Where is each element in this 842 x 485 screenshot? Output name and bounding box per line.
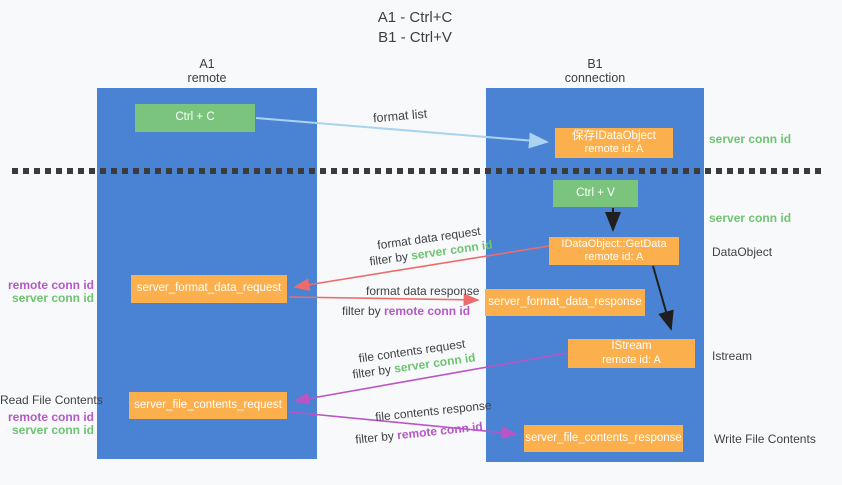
ctrl-c-label: Ctrl + C xyxy=(175,111,215,124)
left-mid-remote-conn-id: remote conn id xyxy=(7,278,94,292)
title-line-1: A1 - Ctrl+C xyxy=(377,9,453,26)
server-format-data-request-node: server_format_data_request xyxy=(131,275,287,303)
server-file-contents-request-node: server_file_contents_request xyxy=(129,392,287,419)
ctrl-c-node: Ctrl + C xyxy=(135,104,255,132)
ctrl-v-label: Ctrl + V xyxy=(576,186,615,199)
getdata-node: IDataObject::GetData remote id: A xyxy=(549,237,679,265)
left-bottom-remote-conn-id: remote conn id xyxy=(7,410,94,424)
istream-line2: remote id: A xyxy=(602,353,661,366)
right-column-role: connection xyxy=(564,71,626,85)
server-conn-id-annotation-top: server conn id xyxy=(709,132,792,146)
title-line-2: B1 - Ctrl+V xyxy=(378,29,452,46)
server-format-data-request-label: server_format_data_request xyxy=(136,282,282,295)
left-column-name: A1 xyxy=(199,57,215,71)
server-conn-id-annotation-mid: server conn id xyxy=(709,211,792,225)
file-contents-response-filter-label: filter by remote conn id xyxy=(355,419,484,446)
istream-line1: IStream xyxy=(611,340,652,352)
server-format-data-response-label: server_format_data_response xyxy=(488,295,642,308)
getdata-line2: remote id: A xyxy=(584,251,644,263)
read-file-contents-annotation: Read File Contents xyxy=(0,393,103,407)
filter-by-text: filter by xyxy=(354,428,398,447)
format-data-request-label-block: format data request filter by server con… xyxy=(359,221,502,270)
left-bottom-server-conn-id: server conn id xyxy=(11,423,94,437)
left-mid-server-conn-id: server conn id xyxy=(11,291,94,305)
diagram-title: A1 - Ctrl+C B1 - Ctrl+V xyxy=(300,8,530,48)
server-file-contents-response-node: server_file_contents_response xyxy=(524,425,683,452)
save-idataobject-node: 保存IDataObject remote id: A xyxy=(555,128,673,158)
istream-annotation: Istream xyxy=(712,349,753,363)
ctrl-v-node: Ctrl + V xyxy=(553,180,638,207)
dataobject-annotation: DataObject xyxy=(712,245,773,259)
remote-conn-id-text: remote conn id xyxy=(384,304,471,318)
format-data-response-filter-label: filter by remote conn id xyxy=(342,304,470,318)
server-file-contents-request-label: server_file_contents_request xyxy=(134,398,282,411)
server-file-contents-response-label: server_file_contents_response xyxy=(525,431,682,444)
getdata-line1: IDataObject::GetData xyxy=(561,237,667,250)
istream-node: IStream remote id: A xyxy=(568,339,695,368)
format-data-response-label: format data response xyxy=(366,284,480,298)
left-column-role: remote xyxy=(187,71,227,85)
filter-by-text: filter by xyxy=(342,304,385,318)
right-column-name: B1 xyxy=(587,57,603,71)
file-contents-request-label-block: file contents request filter by server c… xyxy=(342,334,485,383)
save-idataobject-line2: remote id: A xyxy=(584,143,644,155)
save-idataobject-line1: 保存IDataObject xyxy=(572,129,656,142)
format-list-label: format list xyxy=(372,106,428,126)
left-column-header: A1 remote xyxy=(137,57,277,85)
write-file-contents-annotation: Write File Contents xyxy=(714,432,816,446)
right-column-header: B1 connection xyxy=(525,57,665,85)
remote-conn-id-text: remote conn id xyxy=(396,419,484,443)
server-format-data-response-node: server_format_data_response xyxy=(485,289,645,316)
